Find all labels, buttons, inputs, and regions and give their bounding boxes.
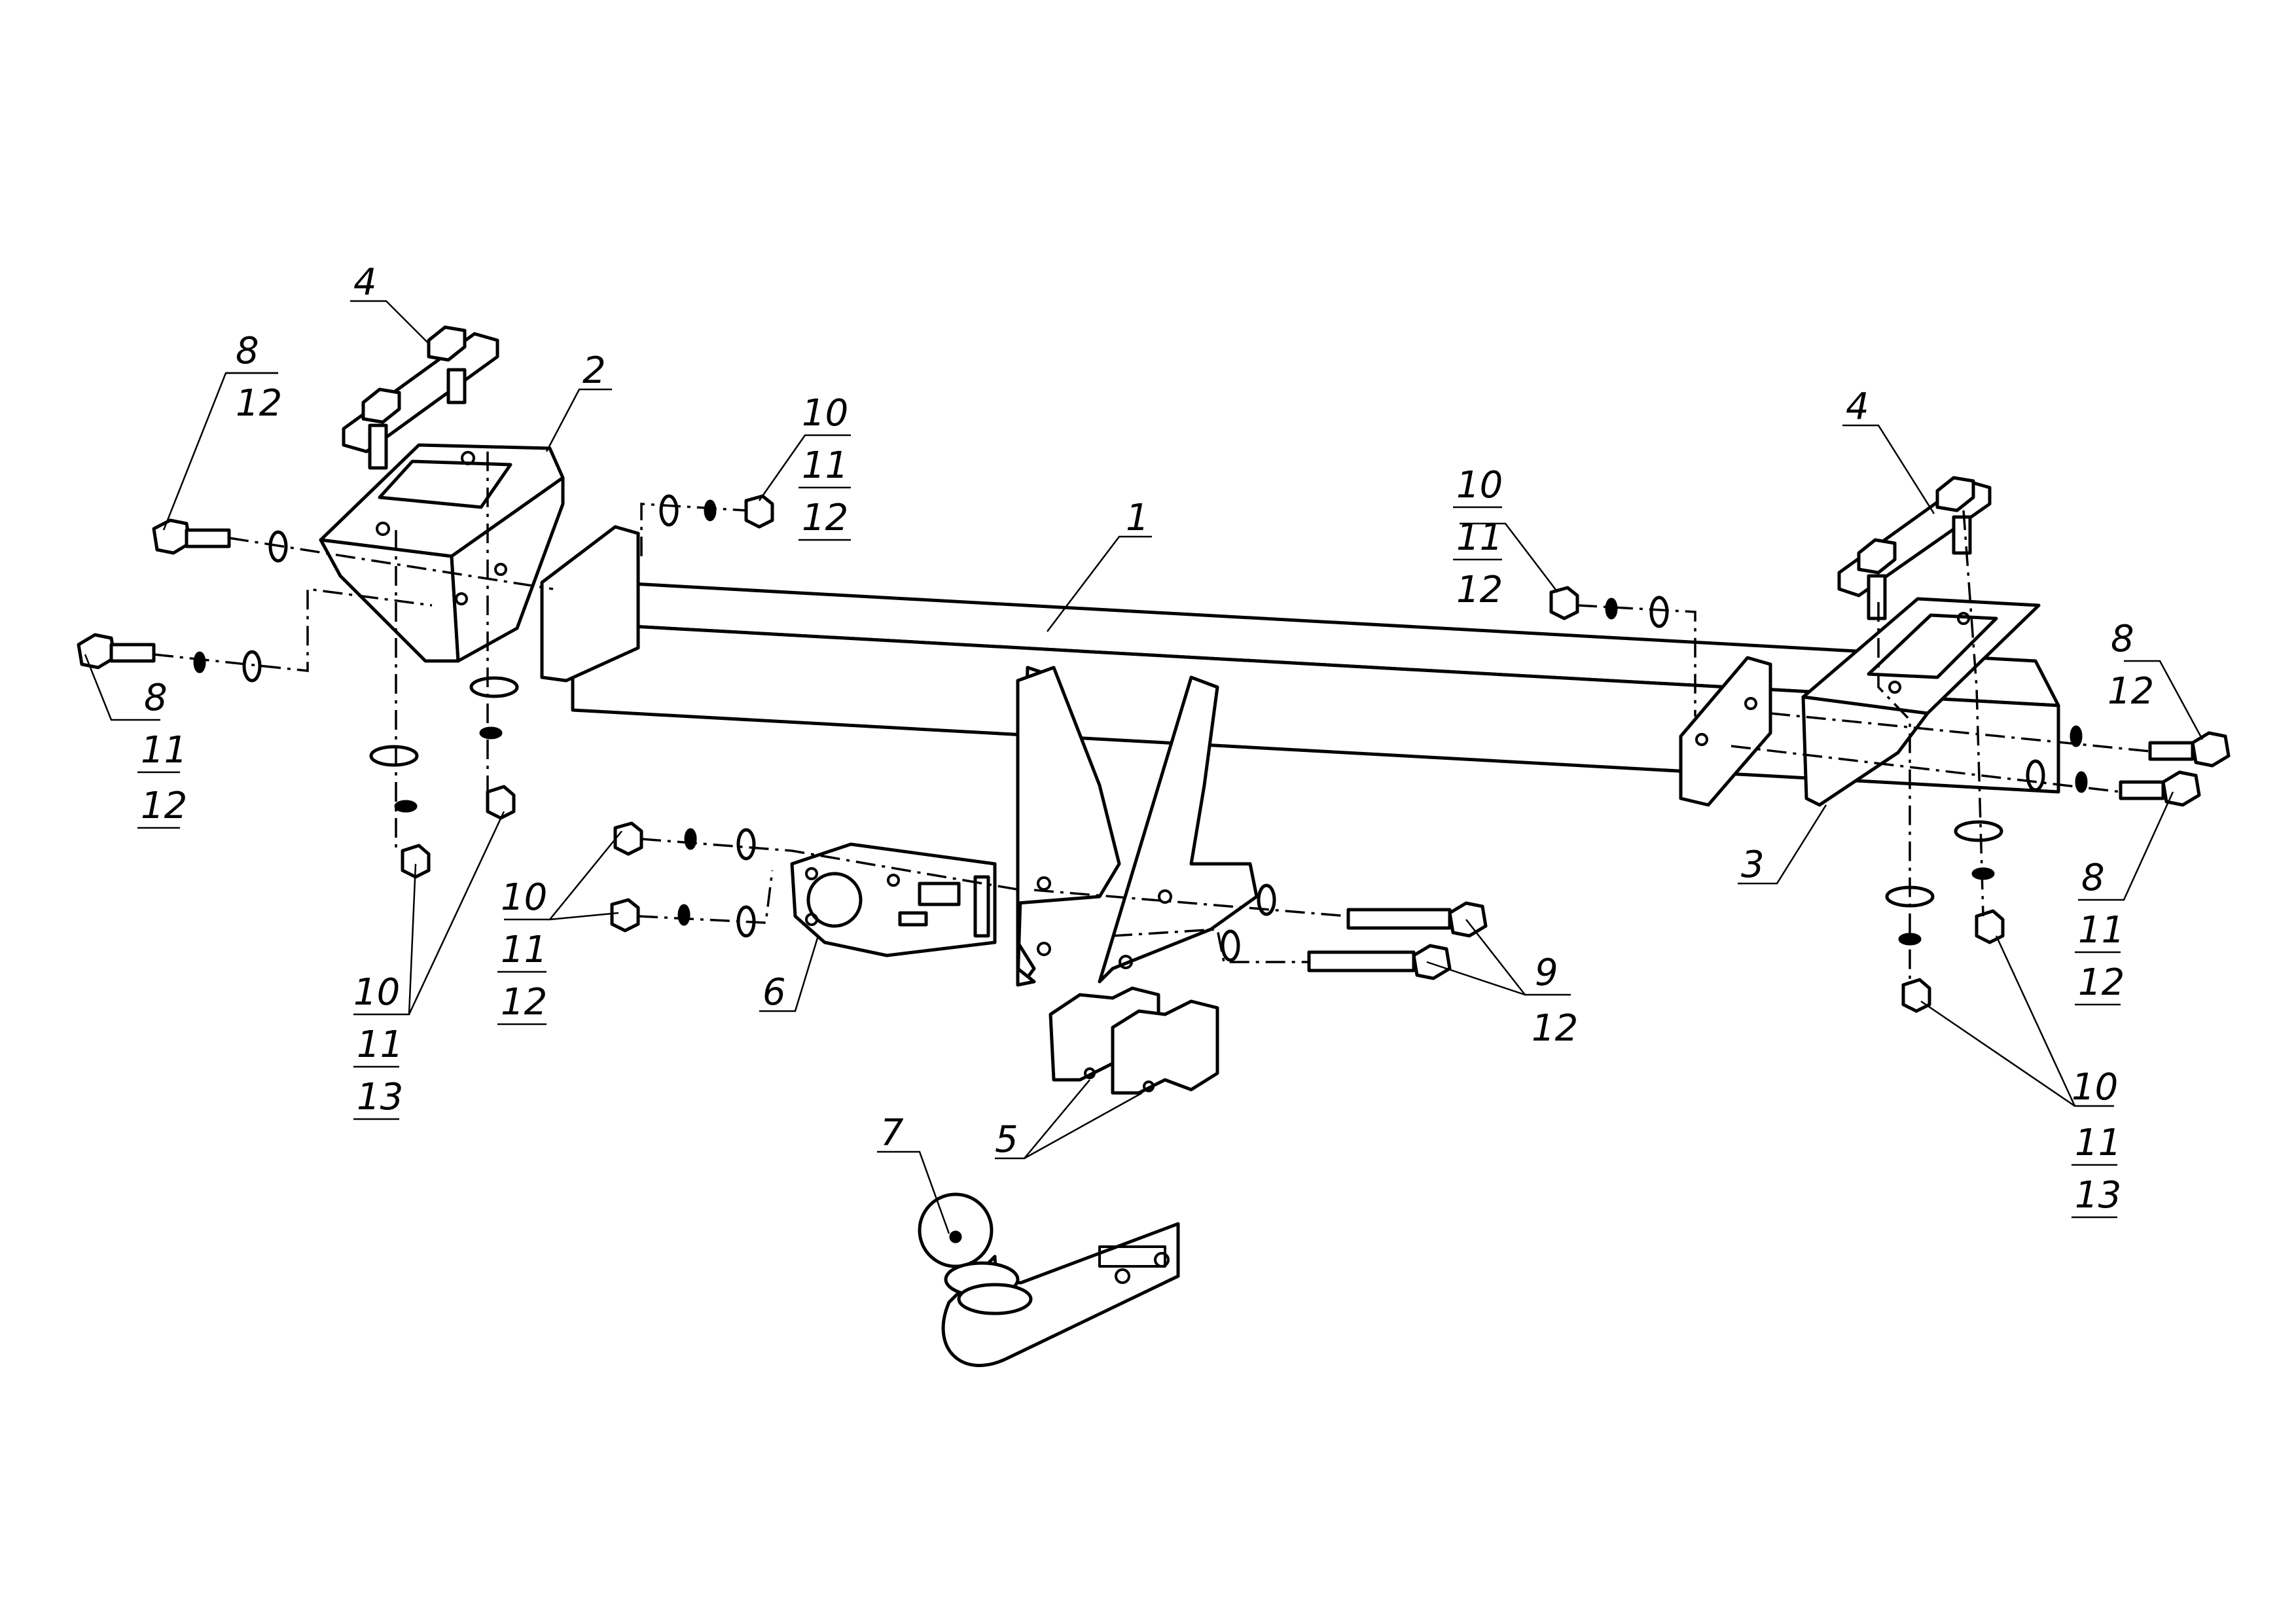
callout-3: 3 (1741, 844, 1765, 886)
svg-text:10: 10 (501, 876, 547, 919)
svg-text:8: 8 (236, 330, 259, 372)
callout-10-11-13-left: 10 11 13 (353, 971, 403, 1120)
svg-text:11: 11 (2075, 1122, 2121, 1164)
bolt-left-lower (77, 633, 156, 669)
svg-text:12: 12 (1532, 1007, 1578, 1050)
callout-10-11-12-top-right: 10 11 12 (1453, 464, 1503, 611)
svg-text:12: 12 (802, 497, 848, 539)
svg-text:12: 12 (2078, 961, 2125, 1004)
part-clamp-plate-right (1837, 476, 1992, 620)
fastener-bolts (77, 518, 2231, 980)
svg-text:10: 10 (2072, 1066, 2118, 1109)
svg-text:11: 11 (802, 444, 848, 487)
svg-text:12: 12 (501, 981, 547, 1024)
bolt-left-upper (152, 518, 231, 555)
svg-text:8: 8 (2081, 857, 2105, 899)
svg-text:8: 8 (144, 677, 168, 719)
svg-text:12: 12 (236, 382, 282, 425)
callout-labels: 1 2 3 4 4 5 6 7 8 12 8 11 12 8 12 8 11 (137, 261, 2154, 1219)
callout-leaders (84, 300, 2204, 1234)
callout-6: 6 (762, 971, 786, 1014)
part-spacers (1049, 986, 1219, 1095)
part-right-bracket (1801, 597, 2041, 807)
svg-text:10: 10 (1456, 464, 1503, 507)
callout-1: 1 (1126, 497, 1149, 539)
part-clamp-plate-left (342, 325, 499, 470)
svg-text:13: 13 (2075, 1174, 2121, 1217)
callout-10-11-13-right: 10 11 13 (2072, 1066, 2121, 1219)
part-tow-ball (918, 1192, 1180, 1367)
callout-2: 2 (583, 349, 606, 392)
svg-text:9: 9 (1535, 952, 1558, 994)
svg-text:11: 11 (501, 929, 547, 971)
svg-text:12: 12 (1456, 569, 1503, 611)
callout-9-12: 9 12 (1532, 952, 1578, 1050)
svg-text:12: 12 (2108, 670, 2154, 713)
svg-text:11: 11 (1456, 516, 1503, 559)
svg-text:13: 13 (357, 1076, 403, 1118)
part-cross-beam (540, 525, 2060, 807)
callout-8-11-12-left: 8 11 12 (137, 677, 187, 829)
svg-text:11: 11 (2078, 909, 2125, 952)
assembly-axes (153, 452, 2151, 985)
callout-5: 5 (995, 1118, 1018, 1161)
svg-text:11: 11 (141, 729, 187, 772)
bolt-right-lower (2119, 770, 2201, 807)
callout-4-left: 4 (353, 261, 377, 304)
callout-8-11-12-right: 8 11 12 (2075, 857, 2125, 1006)
svg-text:8: 8 (2111, 618, 2134, 660)
svg-text:10: 10 (802, 392, 848, 435)
svg-text:12: 12 (141, 785, 187, 827)
callout-8-12-right: 8 12 (2108, 618, 2154, 713)
part-socket-plate (790, 842, 997, 957)
callout-4-right: 4 (1846, 385, 1869, 428)
callout-10-11-12-top-left: 10 11 12 (798, 392, 851, 541)
callout-10-11-12-center-left: 10 11 12 (497, 876, 547, 1026)
bolt-center-upper (1346, 901, 1488, 938)
callout-7: 7 (880, 1112, 904, 1154)
callout-8-12-left: 8 12 (226, 330, 282, 425)
part-left-bracket (319, 443, 565, 663)
svg-text:11: 11 (357, 1024, 403, 1066)
bolt-right-upper (2148, 731, 2231, 768)
svg-text:10: 10 (353, 971, 400, 1014)
